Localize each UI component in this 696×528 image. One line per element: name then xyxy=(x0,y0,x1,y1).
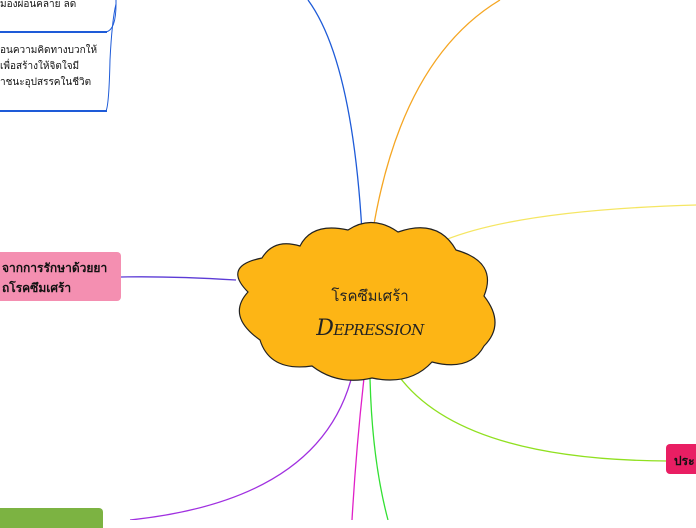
central-topic-title-th: โรคซึมเศร้า xyxy=(331,287,409,305)
branch-green xyxy=(397,374,669,462)
central-cloud-shape[interactable] xyxy=(237,221,496,381)
pink-topic-line2: ถโรคซึมเศร้า xyxy=(2,281,72,295)
central-topic-title-en: Depression xyxy=(316,316,424,341)
topic-box-pink[interactable]: จากการรักษาด้วยยา ถโรคซึมเศร้า xyxy=(0,252,121,301)
branch-yellow xyxy=(444,204,696,241)
branch-orange xyxy=(371,0,501,237)
branch-bright-green xyxy=(369,377,389,520)
topic-box-magenta[interactable] xyxy=(666,444,696,474)
subtopic-text-2-line1[interactable]: อนความคิดทางบวกให้ xyxy=(0,45,98,56)
branch-blue xyxy=(307,0,363,233)
topic-box-green[interactable] xyxy=(0,508,103,528)
branch-purple xyxy=(120,276,237,281)
subtopic-text-1[interactable]: มองผ่อนคลาย ลด xyxy=(0,0,77,10)
branch-violet xyxy=(129,375,353,520)
branch-magenta xyxy=(351,377,365,520)
magenta-topic-label: ประ xyxy=(674,454,695,468)
blue-subbranch-line-1 xyxy=(105,0,117,33)
subtopic-text-2-line3[interactable]: าชนะอุปสรรคในชีวิต xyxy=(0,77,92,88)
blue-subbranch-line-2 xyxy=(105,3,117,112)
pink-topic-line1: จากการรักษาด้วยยา xyxy=(2,261,108,275)
subtopic-text-2-line2[interactable]: เพื่อสร้างให้จิตใจมี xyxy=(0,61,80,72)
